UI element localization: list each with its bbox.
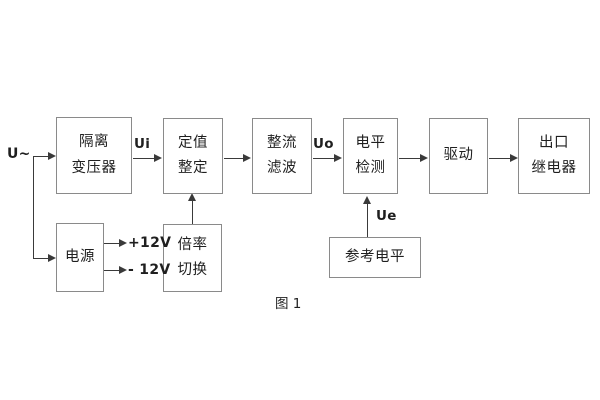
block-isolation-transformer-line1: 隔离	[79, 134, 109, 151]
block-power-supply-line1: 电源	[65, 248, 95, 265]
block-isolation-transformer[interactable]: 隔离 变压器	[56, 117, 132, 194]
wire-to-isolation-transformer	[33, 156, 49, 157]
label-signal-uo: Uo	[313, 136, 334, 152]
block-rectify-filter-line2: 滤波	[267, 160, 297, 176]
block-output-relay-line1: 出口	[539, 134, 569, 151]
arrowhead-to-power-supply	[48, 254, 56, 262]
arrowhead-multiplier-to-setting	[188, 193, 196, 201]
block-level-detect-line2: 检测	[355, 160, 386, 176]
block-reference-level-line1: 参考电平	[345, 248, 405, 265]
wire-transformer-to-setting	[133, 158, 155, 159]
block-reference-level[interactable]: 参考电平	[329, 237, 421, 278]
arrowhead-driver-to-relay	[510, 154, 518, 162]
block-driver-line1: 驱动	[443, 147, 474, 164]
arrowhead-setting-to-rectify	[243, 154, 251, 162]
wire-driver-to-relay	[489, 158, 511, 159]
block-setting-value-line2: 整定	[178, 160, 208, 176]
block-output-relay[interactable]: 出口 继电器	[518, 118, 590, 194]
wire-rectify-to-level	[313, 158, 335, 159]
block-level-detect[interactable]: 电平 检测	[343, 118, 398, 194]
label-rail-positive: +12V	[128, 235, 172, 251]
arrowhead-rail-positive	[119, 239, 127, 247]
wire-rail-negative	[104, 270, 120, 271]
label-signal-ue: Ue	[376, 208, 397, 224]
block-level-detect-line1: 电平	[355, 134, 386, 151]
label-rail-negative: - 12V	[128, 262, 171, 278]
arrowhead-to-isolation-transformer	[48, 152, 56, 160]
block-isolation-transformer-line2: 变压器	[71, 159, 117, 176]
figure-caption: 图 1	[275, 296, 302, 312]
block-setting-value[interactable]: 定值 整定	[163, 118, 223, 194]
label-input-supply: U~	[7, 146, 31, 162]
wire-multiplier-to-setting	[192, 200, 193, 224]
arrowhead-rectify-to-level	[334, 154, 342, 162]
block-multiplier-switch-line1: 倍率	[177, 236, 208, 253]
arrowhead-reference-to-level	[363, 196, 371, 204]
wire-rail-positive	[104, 243, 120, 244]
block-driver[interactable]: 驱动	[429, 118, 488, 194]
wire-input-trunk	[33, 156, 34, 258]
wire-setting-to-rectify	[224, 158, 244, 159]
arrowhead-level-to-driver	[420, 154, 428, 162]
arrowhead-rail-negative	[119, 266, 127, 274]
block-multiplier-switch[interactable]: 倍率 切换	[163, 224, 222, 292]
block-output-relay-line2: 继电器	[531, 160, 577, 176]
wire-to-power-supply	[33, 258, 49, 259]
block-setting-value-line1: 定值	[178, 134, 208, 151]
wire-level-to-driver	[399, 158, 421, 159]
block-multiplier-switch-line2: 切换	[177, 262, 208, 278]
block-rectify-filter[interactable]: 整流 滤波	[252, 118, 312, 194]
block-rectify-filter-line1: 整流	[267, 134, 297, 151]
block-power-supply[interactable]: 电源	[56, 223, 104, 292]
wire-reference-to-level	[367, 203, 368, 237]
label-signal-ui: Ui	[134, 136, 151, 152]
arrowhead-transformer-to-setting	[154, 154, 162, 162]
